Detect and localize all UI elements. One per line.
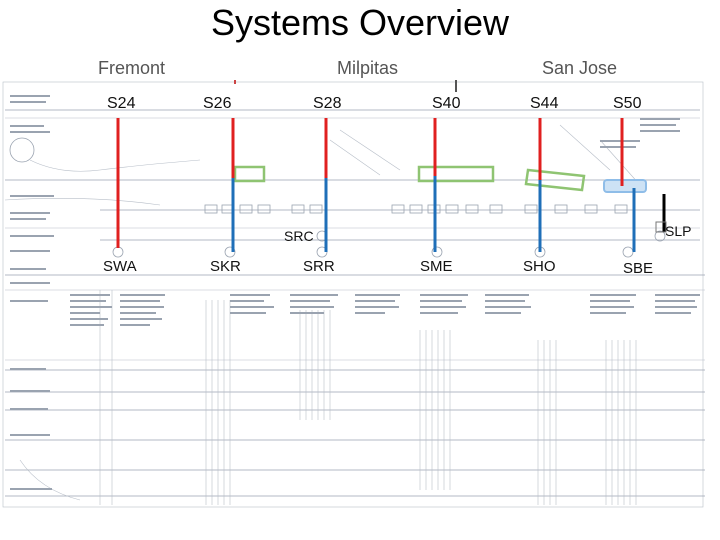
page-title: Systems Overview [0,2,720,44]
substation-label-skr: SKR [210,258,241,275]
substation-label-sme: SME [420,258,453,275]
substation-label-sho: SHO [523,258,556,275]
substation-label-srr: SRR [303,258,335,275]
annotation-slp: SLP [665,223,691,239]
station-label-s24: S24 [107,95,135,113]
substation-label-sbe: SBE [623,260,653,277]
legend-text-blocks [10,95,700,490]
station-label-s40: S40 [432,95,460,113]
station-label-s28: S28 [313,95,341,113]
city-label-milpitas: Milpitas [337,58,398,79]
highlight-box-s26 [235,167,264,181]
city-label-fremont: Fremont [98,58,165,79]
annotation-src: SRC [284,228,314,244]
station-label-s50: S50 [613,95,641,113]
highlight-box-s50 [604,180,646,192]
highlight-box-s40 [419,167,493,181]
system-schematic [0,80,720,510]
station-label-s44: S44 [530,95,558,113]
station-label-s26: S26 [203,95,231,113]
substation-label-swa: SWA [103,258,137,275]
city-label-san-jose: San Jose [542,58,617,79]
